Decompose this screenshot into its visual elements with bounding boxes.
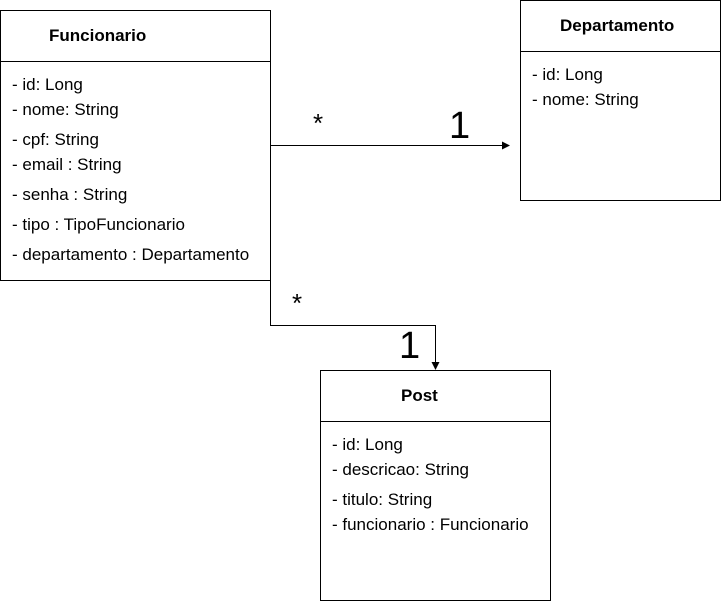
class-departamento-name: Departamento	[560, 16, 675, 35]
attribute-nome: - nome: String	[532, 90, 639, 109]
class-post[interactable]: Post - id: Long - descricao: String - ti…	[320, 370, 551, 601]
attribute-id: - id: Long	[532, 65, 603, 84]
class-post-name: Post	[401, 386, 438, 405]
attribute-descricao: - descricao: String	[332, 460, 469, 479]
class-departamento[interactable]: Departamento - id: Long - nome: String	[520, 0, 721, 201]
attribute-senha: - senha : String	[12, 185, 128, 204]
attribute-id: - id: Long	[332, 435, 403, 454]
multiplicity-funcionario-departamento-target: 1	[449, 105, 471, 147]
attribute-funcionario: - funcionario : Funcionario	[332, 515, 529, 534]
attribute-tipo: - tipo : TipoFuncionario	[12, 215, 185, 234]
multiplicity-funcionario-post-source: *	[292, 288, 303, 318]
class-funcionario-name: Funcionario	[49, 26, 147, 45]
edge-funcionario-post[interactable]	[270, 280, 440, 370]
attribute-departamento: - departamento : Departamento	[12, 245, 250, 264]
attribute-nome: - nome: String	[12, 100, 119, 119]
multiplicity-funcionario-post-target: 1	[399, 325, 421, 367]
attribute-id: - id: Long	[12, 75, 83, 94]
attribute-titulo: - titulo: String	[332, 490, 433, 509]
multiplicity-funcionario-departamento-source: *	[313, 108, 324, 138]
class-post-header: Post	[321, 371, 550, 422]
attribute-email: - email : String	[12, 155, 122, 174]
class-funcionario[interactable]: Funcionario - id: Long - nome: String - …	[0, 10, 271, 281]
attribute-cpf: - cpf: String	[12, 130, 99, 149]
class-departamento-header: Departamento	[521, 1, 720, 52]
class-funcionario-header: Funcionario	[1, 11, 270, 62]
